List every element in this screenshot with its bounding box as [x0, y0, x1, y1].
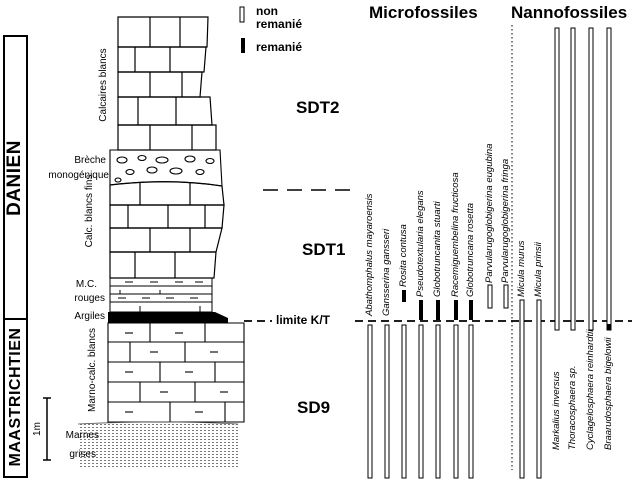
taxon-label-nanno-1: Micula prinsii [533, 242, 544, 297]
taxon-label-micro-0: Abathomphalus mayaroensis [364, 193, 375, 316]
label-breche-1: Brèche [74, 155, 106, 166]
range-bar-nanno-2-0 [554, 27, 560, 331]
taxon-label-micro-3: Pseudotextularia elegans [415, 190, 426, 297]
heading-microfossiles: Microfossiles [369, 3, 478, 22]
range-bar-nanno-3-0 [570, 27, 576, 331]
argiles-layer [108, 312, 228, 323]
taxon-label-nanno-2: Markalius inversus [551, 371, 562, 450]
range-bar-nanno-0-0 [519, 299, 525, 479]
taxon-label-micro-2: Rosita contusa [398, 224, 409, 287]
taxon-label-nanno-3: Thoracosphaera sp. [567, 365, 578, 451]
taxon-label-micro-6: Globotruncana rosetta [465, 202, 476, 297]
label-marnes-1: Marnes [65, 430, 99, 441]
range-bar-micro-7-0 [487, 284, 493, 309]
label-calcaires-blancs: Calcaires blancs [98, 48, 109, 122]
range-bar-nanno-4-0 [588, 27, 594, 331]
calcaires-blancs-beds [117, 16, 217, 151]
range-bar-nanno-5-0 [606, 27, 612, 331]
taxon-label-nanno-5: Braarudosphaera bigelowii [603, 337, 614, 451]
range-bar-micro-6-1 [468, 324, 474, 479]
taxon-label-micro-5: Racemiguembelina fructicosa [450, 172, 461, 297]
taxon-label-micro-4: Globotruncanita stuarti [432, 201, 443, 297]
range-bar-nanno-1-0 [536, 299, 542, 479]
label-marnes-2: grises [69, 449, 96, 460]
label-breche-2: monogénique [48, 170, 109, 181]
calc-blancs-fins-beds [109, 181, 225, 279]
legend-non-remanie: non remanié [256, 5, 302, 31]
range-bar-micro-8-0 [503, 284, 509, 309]
remanie-swatch [241, 38, 245, 53]
marno-calc-beds [107, 322, 245, 423]
range-bars [367, 27, 612, 479]
mc-rouges-layer [109, 277, 213, 313]
taxon-label-nanno-0: Micula murus [516, 240, 527, 298]
taxon-label-micro-7: Parvularugoglobigerina eugubina [484, 143, 495, 283]
legend-remanie: remanié [256, 40, 303, 54]
range-bar-micro-4-0 [436, 300, 440, 320]
range-bar-micro-5-0 [454, 300, 458, 320]
taxon-label-micro-1: Gansserina gansseri [381, 228, 392, 316]
range-bar-micro-1-0 [384, 324, 390, 479]
kt-boundary-label: limite K/T [276, 313, 331, 327]
danien-stage-box [3, 35, 28, 320]
taxon-label-nanno-4: Cyclagelosphaera reinhardtii [585, 329, 596, 450]
range-bar-micro-4-1 [435, 324, 441, 479]
breche-layer [109, 149, 223, 187]
range-bar-micro-0-0 [367, 324, 373, 479]
non-remanie-swatch [239, 6, 245, 23]
legend-non-remanie-line1: non [256, 4, 278, 18]
label-mc-2: rouges [74, 293, 105, 304]
range-bar-micro-6-0 [469, 300, 473, 320]
legend-non-remanie-line2: remanié [256, 17, 303, 31]
range-bar-nanno-5-base [607, 324, 611, 330]
sequence-sdt2: SDT2 [296, 98, 340, 117]
range-bar-micro-5-1 [453, 324, 459, 479]
label-argiles: Argiles [74, 311, 105, 322]
range-bar-micro-2-0 [402, 290, 406, 302]
sequence-sdt1: SDT1 [302, 240, 346, 259]
scale-bar-label: 1m [32, 422, 43, 436]
range-bar-micro-3-1 [418, 324, 424, 479]
heading-nannofossiles: Nannofossiles [511, 3, 628, 22]
range-bar-micro-2-1 [401, 324, 407, 479]
scale-bar [43, 397, 51, 461]
sequence-sd9: SD9 [297, 398, 331, 417]
taxon-label-micro-8: Parvularugoglobigerina fringa [500, 158, 511, 283]
maastrichtien-stage-box [3, 318, 28, 478]
label-marno-calc: Marno-calc. blancs [87, 328, 98, 412]
marnes-grises-layer [78, 424, 238, 468]
range-bar-micro-3-0 [419, 300, 423, 320]
label-mc-1: M.C. [75, 279, 97, 290]
